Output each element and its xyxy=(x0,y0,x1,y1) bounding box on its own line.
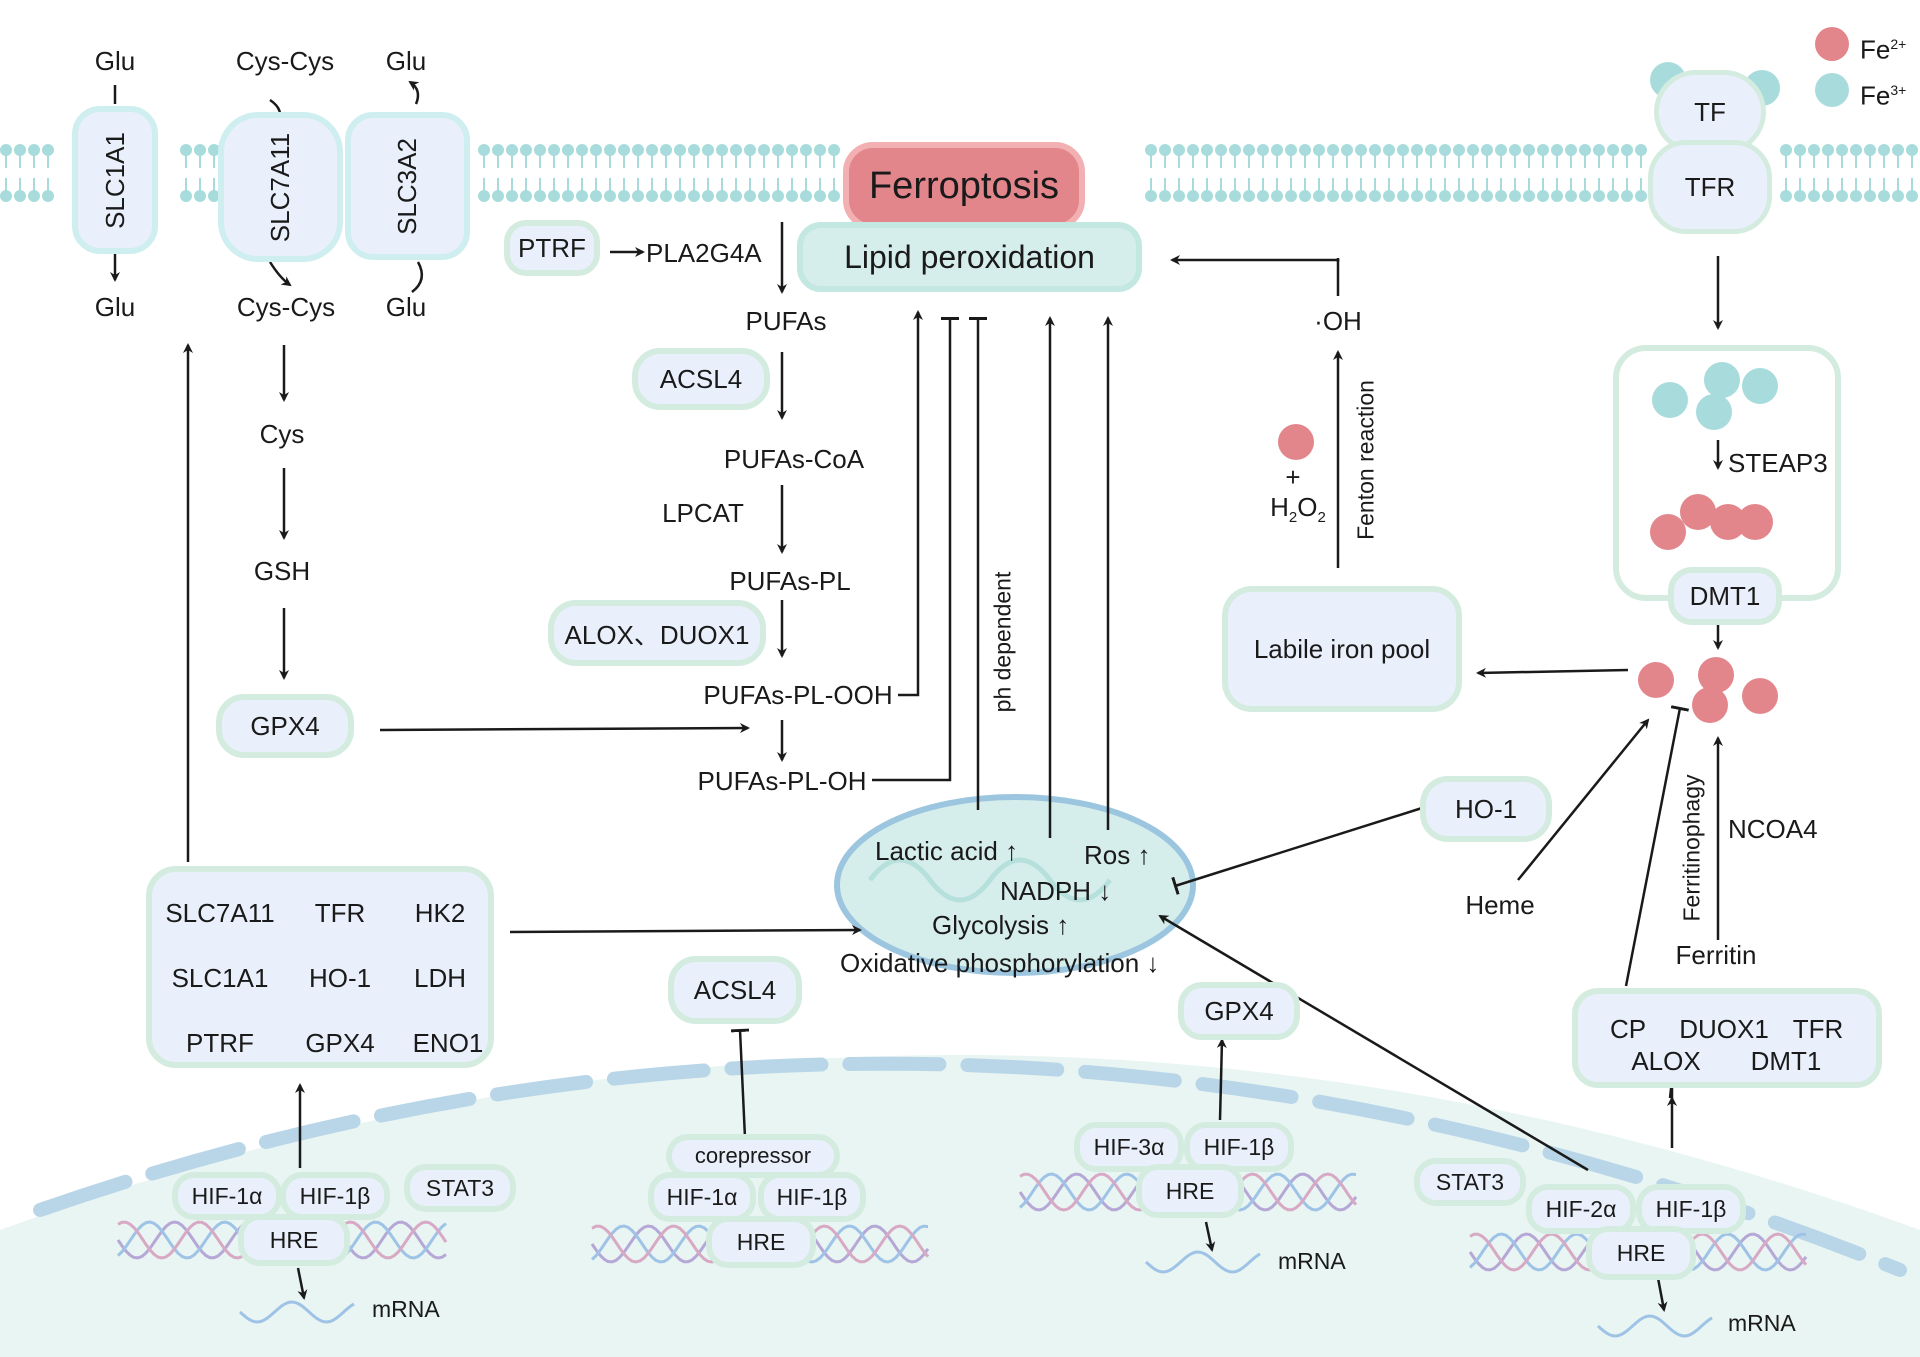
corepressor-box: corepressor xyxy=(666,1134,840,1178)
nadph-label: NADPH ↓ xyxy=(1000,876,1112,906)
labile-iron-pool-box: Labile iron pool xyxy=(1222,586,1462,712)
glu-bottom-left: Glu xyxy=(94,292,136,322)
steap3-label: STEAP3 xyxy=(1728,448,1828,478)
dmt1-box: DMT1 xyxy=(1668,567,1782,625)
gene-tfr: TFR xyxy=(314,898,366,928)
ferritinophagy-label: Ferritinophagy xyxy=(1678,774,1705,922)
gene-tfr-right: TFR xyxy=(1792,1014,1844,1044)
gene-gpx4: GPX4 xyxy=(305,1028,375,1058)
glu-bottom-right: Glu xyxy=(385,292,427,322)
gene-slc7a11: SLC7A11 xyxy=(165,898,275,928)
glycolysis-label: Glycolysis ↑ xyxy=(932,910,1070,940)
gene-duox1: DUOX1 xyxy=(1679,1014,1769,1044)
acsl4-box-nuclear: ACSL4 xyxy=(668,956,802,1024)
gene-ldh: LDH xyxy=(413,963,467,993)
stat3-box-right: STAT3 xyxy=(1414,1158,1526,1206)
hif1a-box-2: HIF-1α xyxy=(648,1172,756,1222)
hre-box-4: HRE xyxy=(1586,1226,1696,1280)
hif2a-box: HIF-2α xyxy=(1526,1184,1636,1234)
legend-fe2: Fe2+ xyxy=(1860,34,1907,65)
ferroptosis-box: Ferroptosis xyxy=(843,142,1085,230)
hre-box-2: HRE xyxy=(706,1216,816,1268)
hif1b-box-3: HIF-1β xyxy=(1184,1122,1294,1172)
ph-dependent-label: ph dependent xyxy=(989,571,1016,713)
mitochondrion xyxy=(834,794,1196,976)
mrna-label-1: mRNA xyxy=(372,1296,440,1322)
alox-duox1-box: ALOX、DUOX1 xyxy=(548,600,766,666)
gene-dmt1: DMT1 xyxy=(1750,1046,1822,1076)
lipid-peroxidation-box: Lipid peroxidation xyxy=(797,222,1142,292)
heme-label: Heme xyxy=(1465,890,1535,920)
hydroxyl-radical-label: ·OH xyxy=(1314,306,1362,336)
gene-eno1: ENO1 xyxy=(412,1028,484,1058)
hif3a-box: HIF-3α xyxy=(1074,1122,1184,1172)
pufas-pl-oh-label: PUFAs-PL-OH xyxy=(697,766,867,796)
ros-label: Ros ↑ xyxy=(1084,840,1151,870)
glu-top-left: Glu xyxy=(94,46,136,76)
gpx4-box: GPX4 xyxy=(216,694,354,758)
ptrf-box: PTRF xyxy=(504,220,600,276)
mrna-label-3: mRNA xyxy=(1278,1248,1346,1274)
nuclear-envelope xyxy=(33,1056,1907,1277)
hre-box-3: HRE xyxy=(1136,1164,1244,1218)
slc3a2-transporter: SLC3A2 xyxy=(345,112,470,260)
gene-alox: ALOX xyxy=(1631,1046,1701,1076)
cys-label: Cys xyxy=(259,419,305,449)
lactic-acid-label: Lactic acid ↑ xyxy=(875,836,1019,866)
legend-fe3: Fe3+ xyxy=(1860,80,1907,111)
stat3-box-left: STAT3 xyxy=(404,1164,516,1212)
slc1a1-transporter: SLC1A1 xyxy=(72,106,158,254)
gene-cp: CP xyxy=(1609,1014,1647,1044)
hif1b-box-1: HIF-1β xyxy=(280,1172,390,1220)
fenton-reaction-label: Fenton reaction xyxy=(1352,380,1379,540)
mrna-label-4: mRNA xyxy=(1728,1310,1796,1336)
tfr-receptor: TFR xyxy=(1648,140,1772,234)
hre-box-1: HRE xyxy=(238,1214,350,1266)
gene-ptrf: PTRF xyxy=(186,1028,254,1058)
oxphos-label: Oxidative phosphorylation ↓ xyxy=(840,948,1160,978)
hif1b-box-4: HIF-1β xyxy=(1636,1184,1746,1234)
cyscys-top: Cys-Cys xyxy=(235,46,335,76)
pufas-pl-ooh-label: PUFAs-PL-OOH xyxy=(703,680,893,710)
pla2g4a-label: PLA2G4A xyxy=(646,238,762,268)
gsh-label: GSH xyxy=(253,556,311,586)
target-genes-left: SLC7A11 TFR HK2 SLC1A1 HO-1 LDH PTRF GPX… xyxy=(146,866,494,1068)
cyscys-bottom: Cys-Cys xyxy=(236,292,336,322)
target-genes-right: CP DUOX1 TFR ALOX DMT1 xyxy=(1572,988,1882,1088)
gene-slc1a1: SLC1A1 xyxy=(171,963,269,993)
cell-membrane xyxy=(0,144,1918,202)
pufas-coa-label: PUFAs-CoA xyxy=(723,444,865,474)
hif1a-box-1: HIF-1α xyxy=(172,1172,282,1220)
glu-top-right: Glu xyxy=(385,46,427,76)
ferritin-label: Ferritin xyxy=(1675,940,1757,970)
pufas-pl-label: PUFAs-PL xyxy=(729,566,851,596)
ho1-box: HO-1 xyxy=(1420,776,1552,842)
slc7a11-transporter: SLC7A11 xyxy=(218,112,343,262)
arrows xyxy=(110,80,1723,1312)
h2o2-label: H2O2 xyxy=(1270,492,1326,527)
pufas-label: PUFAs xyxy=(745,306,827,336)
tf-protein: TF xyxy=(1654,70,1766,154)
hif1b-box-2: HIF-1β xyxy=(758,1172,866,1222)
plus-sign: + xyxy=(1285,462,1301,492)
ncoa4-label: NCOA4 xyxy=(1728,814,1818,844)
lpcat-label: LPCAT xyxy=(662,498,744,528)
gpx4-box-nuclear: GPX4 xyxy=(1178,982,1300,1040)
acsl4-box: ACSL4 xyxy=(632,348,770,410)
gene-hk2: HK2 xyxy=(414,898,466,928)
gene-ho1: HO-1 xyxy=(308,963,372,993)
